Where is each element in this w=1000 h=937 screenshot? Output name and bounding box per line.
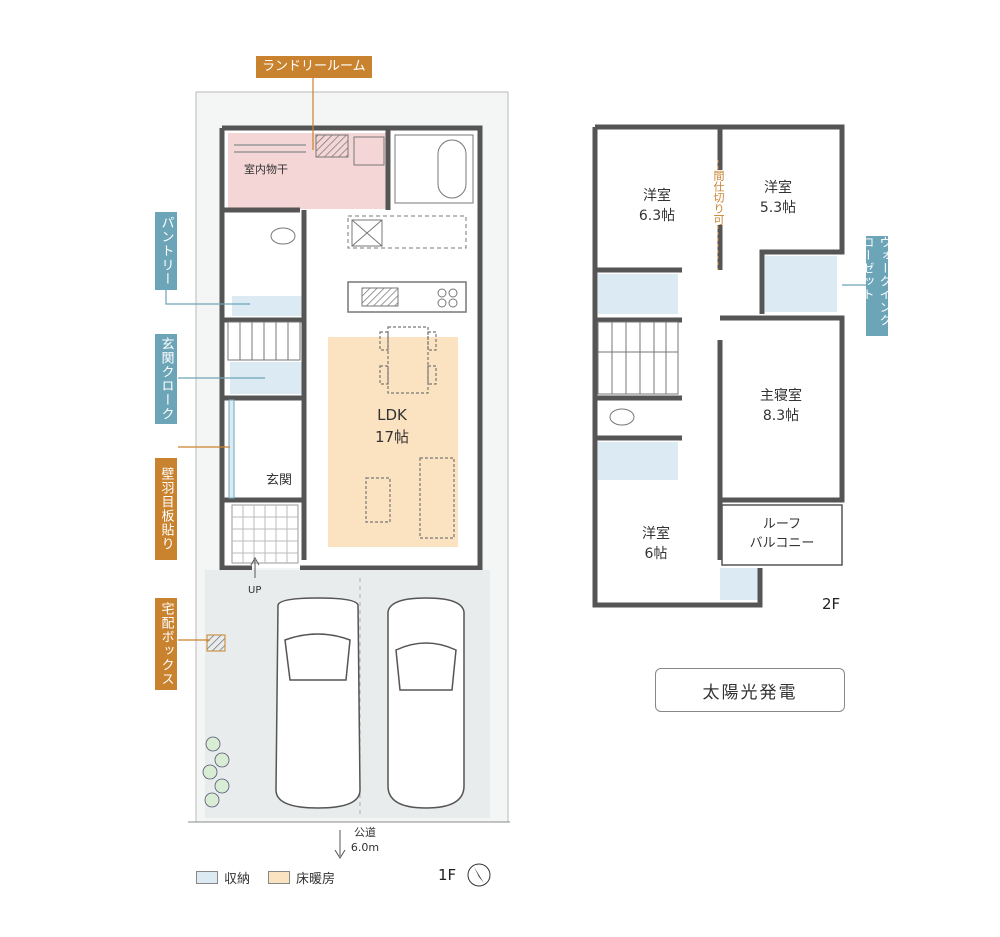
floor1-stairs — [227, 321, 301, 361]
toilet-icon — [609, 408, 635, 426]
tile-grid — [232, 505, 298, 563]
bathroom — [394, 134, 474, 204]
legend-floor-heating: 床暖房 — [268, 868, 335, 887]
master-bedroom-size: 8.3帖 — [763, 408, 799, 424]
floor2-stairs — [597, 321, 679, 395]
storage-swatch — [196, 871, 218, 884]
floor1-label: 1F — [438, 866, 457, 884]
legend-floor-heating-label: 床暖房 — [296, 872, 336, 887]
callout-laundry-room: ランドリールーム — [256, 56, 372, 78]
toilet-icon — [270, 227, 296, 245]
road-width-label: 6.0m — [351, 841, 379, 854]
floor1-plan: 室内物干 LDK 17帖 玄関 UP 公道 6.0m — [188, 91, 510, 859]
delivery-box-icon — [206, 634, 226, 652]
room-b-size: 5.3帖 — [760, 200, 796, 216]
genkan-label: 玄関 — [266, 473, 292, 488]
closet-small — [720, 568, 758, 600]
roof-balcony-line2: バルコニー — [750, 536, 815, 551]
dining-table — [379, 326, 437, 394]
floor2-label: 2F — [822, 595, 841, 613]
room-a-size: 6.3帖 — [639, 208, 675, 224]
room-a-name: 洋室 — [643, 187, 671, 204]
ldk-size-label: 17帖 — [375, 428, 409, 446]
orange-leaders — [178, 77, 314, 641]
closet-6-3 — [598, 274, 678, 314]
callout-entrance-cloak: 玄関クローク — [155, 334, 177, 424]
room-c-name: 洋室 — [642, 525, 670, 542]
partition-note: 間仕切り可 — [711, 170, 725, 225]
fridge-icon — [351, 219, 383, 247]
north-compass-icon — [467, 863, 491, 887]
wood-panel-wall — [228, 399, 235, 499]
garden-shrubs — [202, 736, 230, 808]
stove-burner-icon — [437, 288, 447, 298]
walk-in-closet-area — [765, 256, 837, 312]
callout-delivery-box: 宅配ボックス — [155, 598, 177, 690]
road-name-label: 公道 — [354, 825, 376, 839]
callout-pantry: パントリー — [155, 212, 177, 290]
legend-storage: 収納 — [196, 868, 250, 887]
room-c-size: 6帖 — [645, 546, 668, 562]
roof-balcony — [721, 504, 843, 566]
kitchen-sink-icon — [361, 287, 399, 307]
pantry-storage — [232, 296, 304, 316]
floor-heating-swatch — [268, 871, 290, 884]
room-b-name: 洋室 — [764, 179, 792, 196]
indoor-drying-label: 室内物干 — [244, 162, 288, 176]
sofa-set — [365, 457, 455, 539]
parked-car — [275, 597, 361, 809]
master-bedroom-name: 主寝室 — [760, 387, 802, 404]
bathtub-icon — [437, 139, 467, 199]
solar-power-box: 太陽光発電 — [655, 668, 845, 712]
roof-balcony-line1: ルーフ — [763, 517, 801, 532]
up-label: UP — [248, 585, 261, 596]
closet-6 — [598, 442, 678, 480]
parked-car — [387, 597, 465, 809]
wash-basin-icon — [353, 136, 385, 166]
ldk-floor-heating-area — [328, 337, 458, 547]
washing-machine-icon — [315, 134, 349, 158]
legend-storage-label: 収納 — [224, 872, 251, 887]
ldk-name-label: LDK — [377, 406, 408, 424]
callout-walk-in-closet: ウォークインクローゼット — [861, 236, 892, 336]
callout-wood-panel: 壁羽目板貼り — [155, 458, 177, 560]
floor1-walls — [219, 125, 483, 571]
